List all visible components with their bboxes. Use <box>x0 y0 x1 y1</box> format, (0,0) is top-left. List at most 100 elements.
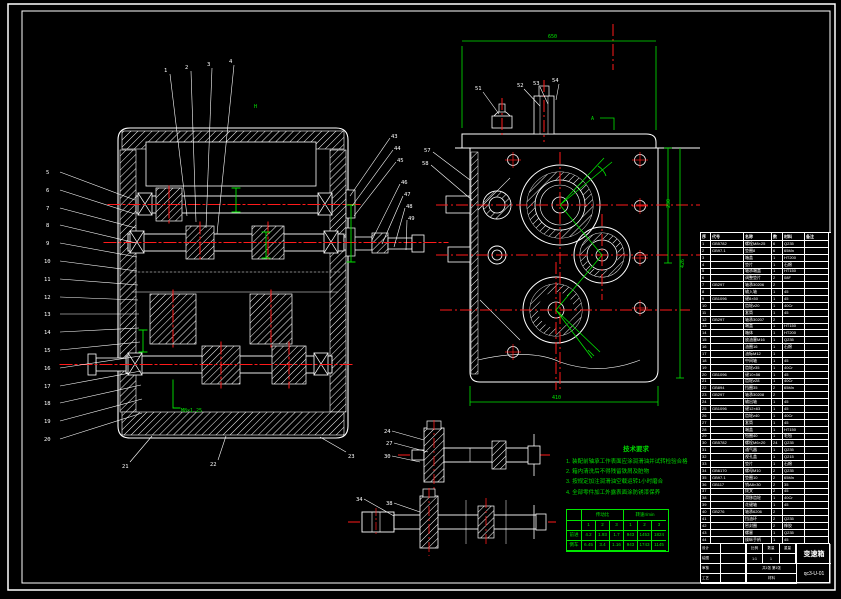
balloon-leaders-top <box>169 64 235 235</box>
balloon-label: 18 <box>44 401 51 407</box>
balloon-label: 49 <box>408 216 415 222</box>
signature-row: 工艺 <box>701 574 746 584</box>
bom-row: 42 密封圈 2 橡胶 <box>701 522 831 530</box>
bom-row: 8 输入轴 1 45 <box>701 289 831 296</box>
title-block-middle: 比例 数量 重量 1:1 1 共1张 第1张 材料 <box>747 544 797 584</box>
bom-row: 36 GB117 销A8×30 2 35 <box>701 481 831 489</box>
tech-req-item: 3. 按规定加注润滑油空载运转1小时磨合 <box>566 479 664 486</box>
balloon-label: 23 <box>348 454 355 460</box>
bom-row: 26 齿轮z40 1 40Cr <box>701 412 831 420</box>
ratio-table-row: 前进 4.2 1.93 1.7 943 1453 1824 <box>567 531 668 541</box>
drawing-title: 变速箱 <box>797 544 831 564</box>
centerlines <box>59 185 449 389</box>
bom-row: 13 端盖 1 HT150 <box>701 323 831 331</box>
balloon-label: 8 <box>46 223 49 229</box>
balloon-label: 6 <box>46 188 49 194</box>
dim-top-width: 650 <box>548 34 557 40</box>
balloon-label: 30 <box>384 454 391 460</box>
bom-row: 15 放油塞M16 1 Q235 <box>701 337 831 345</box>
material-label: 材料 <box>747 574 796 584</box>
bom-row: 28 端盖 1 HT150 <box>701 426 831 434</box>
bom-row: 16 油圈16 1 石棉 <box>701 344 831 351</box>
balloon-label: 3 <box>207 62 210 68</box>
bom-row: 11 套筒 1 45 <box>701 309 831 317</box>
bom-row: 39 花键轴 1 45 <box>701 502 831 510</box>
ratio-table-body: 前进 4.2 1.93 1.7 943 1453 1824 倒车 6.45 3.… <box>567 531 668 551</box>
bom-row: 43 螺塞 1 Q235 <box>701 529 831 537</box>
ratio-speed-table: 传动比 转速r/min 1 2 3 1 2 3 前进 4.2 1.93 1.7 … <box>566 509 669 552</box>
bom-header-row: 序 代号 名称 数 材料 备注 <box>701 233 831 241</box>
bom-row: 30 GB5782 螺栓M6×20 24 Q235 <box>701 440 831 448</box>
bom-row: 3 箱盖 1 HT200 <box>701 254 831 262</box>
bom-row: 9 GB1096 键8×50 1 45 <box>701 296 831 303</box>
bom-row: 38 滑移齿轮 1 40Cr <box>701 495 831 503</box>
balloon-label: 13 <box>44 312 51 318</box>
balloon-label: 43 <box>391 134 398 140</box>
balloon-label: 47 <box>404 192 411 198</box>
gear-col: 2 <box>638 521 652 531</box>
balloon-label: 34 <box>356 497 363 503</box>
row-label: 前进 <box>567 531 582 541</box>
gear-col: 1 <box>582 521 596 531</box>
tech-req-item: 2. 箱内清洗后不得残留铁屑及脏物 <box>566 469 650 476</box>
balloon-label: 58 <box>422 161 429 167</box>
bom-row: 40 GB276 轴承6206 2 <box>701 509 831 516</box>
bom-row: 18 中间轴 1 45 <box>701 357 831 365</box>
balloon-label: 7 <box>46 206 49 212</box>
bom-row: 7 GB297 轴承30206 2 <box>701 282 831 290</box>
balloon-label: 22 <box>210 462 217 468</box>
balloon-label: 19 <box>44 419 51 425</box>
bom-row: 32 视孔盖 1 Q215 <box>701 454 831 461</box>
balloon-label: 1 <box>164 68 167 74</box>
tech-req-item: 1. 装配前轴承工作表面应涂润滑油并试转检验合格 <box>566 459 688 466</box>
signature-row: 设计 <box>701 544 746 554</box>
title-block: 设计 绘图 审核 工艺 比例 数量 重量 1:1 1 <box>700 543 831 584</box>
balloon-label: 52 <box>517 83 524 89</box>
side-view: 650 230 426 410 A 51 52 53 54 57 58 <box>422 24 700 406</box>
bom-row: 14 箱体 1 HT200 <box>701 330 831 338</box>
balloon-label: 45 <box>397 158 404 164</box>
ratio-table-row: 倒车 6.45 3.4 1.16 943 1743 1145 <box>567 541 668 551</box>
speed-group-header: 转速r/min <box>624 510 666 521</box>
weight-value <box>780 554 796 564</box>
balloon-label: 53 <box>533 81 540 87</box>
balloon-label: 16 <box>44 366 51 372</box>
balloon-label: 24 <box>384 429 391 435</box>
balloon-label: 20 <box>44 437 51 443</box>
bom-row: 25 GB1096 键12×63 1 45 <box>701 406 831 413</box>
dim-right-2: 426 <box>680 259 686 268</box>
signature-row: 绘图 <box>701 554 746 564</box>
bom-row: 41 挡油环 2 Q235 <box>701 516 831 523</box>
scale-value: 1:1 <box>747 554 763 564</box>
bom-row: 1 GB5782 螺栓M8×25 6 Q235 <box>701 241 831 248</box>
bom-row: 4 垫片 1 石棉 <box>701 261 831 269</box>
ratio-group-header: 传动比 <box>582 510 624 521</box>
bom-row: 34 GB6170 螺母M10 2 Q235 <box>701 467 831 475</box>
balloon-leaders-bottom <box>129 435 347 463</box>
bom-row: 29 毡圈40 1 毛毡 <box>701 433 831 441</box>
gear-col: 3 <box>610 521 624 531</box>
tech-req-title: 技术要求 <box>623 446 649 453</box>
bom-row: 20 GB1096 键10×56 1 45 <box>701 371 831 379</box>
balloon-label: 38 <box>386 501 393 507</box>
bom-row: 21 齿轮z28 1 40Cr <box>701 378 831 386</box>
weight-label: 重量 <box>780 544 796 554</box>
bom-body: 1 GB5782 螺栓M8×25 6 Q235 2 GB97.1 垫圈8 6 6… <box>701 241 831 544</box>
qty-label: 数量 <box>763 544 780 554</box>
bom-row: 33 垫片 1 石棉 <box>701 461 831 468</box>
balloon-label: 12 <box>44 295 51 301</box>
scale-label: 比例 <box>747 544 763 554</box>
dimension-marks <box>138 187 356 409</box>
bom-row: 24 输出轴 1 45 <box>701 399 831 406</box>
gear-col: 3 <box>652 521 666 531</box>
bom-row: 2 GB97.1 垫圈8 6 65Mn <box>701 247 831 255</box>
bom-row: 35 GB97.1 垫圈10 2 65Mn <box>701 474 831 482</box>
balloon-label: 21 <box>122 464 129 470</box>
bom-row: 12 GB297 轴承30207 2 <box>701 316 831 324</box>
qty-value: 1 <box>763 554 780 564</box>
balloon-label: 27 <box>386 441 393 447</box>
balloon-label: 54 <box>552 78 559 84</box>
shaft-detail-upper: 24 27 30 <box>384 420 550 490</box>
balloon-label: 57 <box>424 148 431 154</box>
